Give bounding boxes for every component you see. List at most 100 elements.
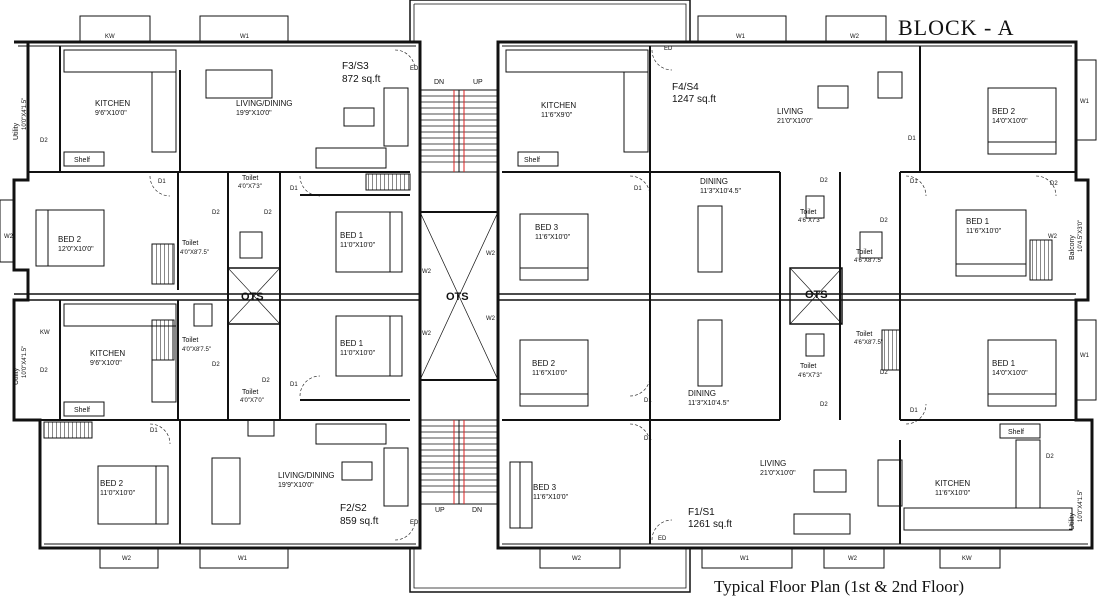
door-tag: D2 <box>880 218 888 224</box>
door-tag: ED <box>410 520 419 526</box>
rooms-top-right: KITCHEN 11'6"X9'0" LIVING 21'0"X10'0" BE… <box>535 101 1084 264</box>
hatched-elements <box>43 173 1053 439</box>
block-title: BLOCK - A <box>898 15 1015 40</box>
br-toilet-a-name: Toilet <box>856 331 872 338</box>
tr-living-dim: 21'0"X10'0" <box>777 118 813 125</box>
door-tag: D2 <box>820 178 828 184</box>
door-tag: ED <box>664 46 673 52</box>
window-tag: W2 <box>572 556 582 562</box>
tl-bed1-name: BED 1 <box>340 231 364 240</box>
tl-toilet-a-dim: 4'0"X7'3" <box>238 184 262 190</box>
tr-toilet-b-dim: 4'6"X8'7.5" <box>854 258 883 264</box>
toilet-fixtures <box>193 195 883 437</box>
core-labels: OTS OTS OTS DN UP UP DN <box>241 79 828 514</box>
window-tag: W1 <box>240 34 250 40</box>
unit-f1s1-area: 1261 sq.ft <box>688 519 732 530</box>
dining-furniture <box>205 69 723 525</box>
tr-toilet-a-dim: 4'6"X7'3" <box>798 218 822 224</box>
bl-toilet-b-dim: 4'0"X7'0" <box>240 398 264 404</box>
stair-dn-top: DN <box>434 79 444 86</box>
shelves <box>63 151 1041 439</box>
br-utility-dim: 10'0"X4'1.5" <box>1078 490 1084 522</box>
tr-dining-name: DINING <box>700 177 728 186</box>
door-tag: D2 <box>212 210 220 216</box>
tr-kitchen-dim: 11'6"X9'0" <box>541 112 573 119</box>
shelf-label-tr: Shelf <box>524 157 540 164</box>
tl-toilet-b-name: Toilet <box>182 240 198 247</box>
tr-kitchen-name: KITCHEN <box>541 101 576 110</box>
window-tag: W2 <box>4 234 14 240</box>
tr-bed1-dim: 11'6"X10'0" <box>966 228 1002 235</box>
tr-bed3-name: BED 3 <box>535 223 559 232</box>
stair-up-bottom: UP <box>435 507 445 514</box>
tl-toilet-a-name: Toilet <box>242 175 258 182</box>
shelf-label-tl: Shelf <box>74 157 90 164</box>
door-tag: D1 <box>644 436 652 442</box>
tr-bed2-name: BED 2 <box>992 107 1016 116</box>
tr-toilet-a-name: Toilet <box>800 209 816 216</box>
tl-living-name: LIVING/DINING <box>236 99 292 108</box>
tl-utility-dim: 10'0"X4'1.5" <box>22 98 28 130</box>
br-toilet-a-dim: 4'6"X8'7.5" <box>854 340 883 346</box>
unit-labels: F3/S3 872 sq.ft F4/S4 1247 sq.ft F2/S2 8… <box>340 61 732 530</box>
window-tag: W2 <box>422 331 432 337</box>
br-kitchen-dim: 11'6"X10'0" <box>935 490 971 497</box>
door-tag: D1 <box>910 408 918 414</box>
door-tag: D1 <box>644 398 652 404</box>
door-tag: D2 <box>40 368 48 374</box>
tl-utility-name: Utility <box>13 122 20 140</box>
window-tag: W1 <box>1080 99 1090 105</box>
br-utility-name: Utility <box>1069 512 1076 530</box>
stair-up-top: UP <box>473 79 483 86</box>
bl-bed1-name: BED 1 <box>340 339 364 348</box>
tl-living-dim: 19'9"X10'0" <box>236 110 272 117</box>
unit-f1s1-name: F1/S1 <box>688 507 715 518</box>
br-bed1-name: BED 1 <box>992 359 1016 368</box>
door-tag: D1 <box>290 186 298 192</box>
plan-caption: Typical Floor Plan (1st & 2nd Floor) <box>714 577 964 596</box>
tr-toilet-b-name: Toilet <box>856 249 872 256</box>
interior-walls-right <box>502 46 1076 544</box>
tr-balcony-dim: 10'4.5"X3'0" <box>1078 220 1084 252</box>
bl-bed2-dim: 11'0"X10'0" <box>100 490 136 497</box>
door-tag: D1 <box>634 186 642 192</box>
unit-f3s3-area: 872 sq.ft <box>342 74 381 85</box>
br-bed3-dim: 11'6"X10'0" <box>533 494 569 501</box>
window-tag: W1 <box>1080 353 1090 359</box>
unit-f3s3-name: F3/S3 <box>342 61 369 72</box>
bl-utility-dim: 10'0"X4'1.5" <box>22 346 28 378</box>
tl-toilet-b-dim: 4'0"X8'7.5" <box>180 250 209 256</box>
unit-f4s4-area: 1247 sq.ft <box>672 94 716 105</box>
window-tag: W1 <box>736 34 746 40</box>
tr-bed3-dim: 11'6"X10'0" <box>535 234 571 241</box>
tr-bed1-name: BED 1 <box>966 217 990 226</box>
bl-living-name: LIVING/DINING <box>278 471 334 480</box>
bl-toilet-b-name: Toilet <box>242 389 258 396</box>
tl-kitchen-dim: 9'6"X10'0" <box>95 110 127 117</box>
rooms-bottom-left: Utility 10'0"X4'1.5" KITCHEN 9'6"X10'0" … <box>13 337 376 497</box>
tr-bed2-dim: 14'0"X10'0" <box>992 118 1028 125</box>
window-tag: W1 <box>740 556 750 562</box>
bl-toilet-a-name: Toilet <box>182 337 198 344</box>
br-dining-name: DINING <box>688 389 716 398</box>
ots-label-left: OTS <box>241 291 264 303</box>
window-tag: W2 <box>122 556 132 562</box>
br-bed2-dim: 11'6"X10'0" <box>532 370 568 377</box>
unit-f4s4-name: F4/S4 <box>672 82 699 93</box>
window-tag: W2 <box>422 269 432 275</box>
door-tag: D2 <box>40 138 48 144</box>
tr-dining-dim: 11'3"X10'4.5" <box>700 188 742 195</box>
br-bed2-name: BED 2 <box>532 359 556 368</box>
door-swings <box>149 49 1057 541</box>
unit-f2s2-area: 859 sq.ft <box>340 516 379 527</box>
br-living-name: LIVING <box>760 459 786 468</box>
door-tag: D2 <box>262 378 270 384</box>
shelf-label-br: Shelf <box>1008 429 1024 436</box>
window-tag: W2 <box>848 556 858 562</box>
tl-kitchen-name: KITCHEN <box>95 99 130 108</box>
window-tag: KW <box>105 34 115 40</box>
rooms-bottom-right: BED 2 11'6"X10'0" DINING 11'3"X10'4.5" T… <box>532 331 1084 530</box>
br-bed3-name: BED 3 <box>533 483 557 492</box>
br-living-dim: 21'0"X10'0" <box>760 470 796 477</box>
